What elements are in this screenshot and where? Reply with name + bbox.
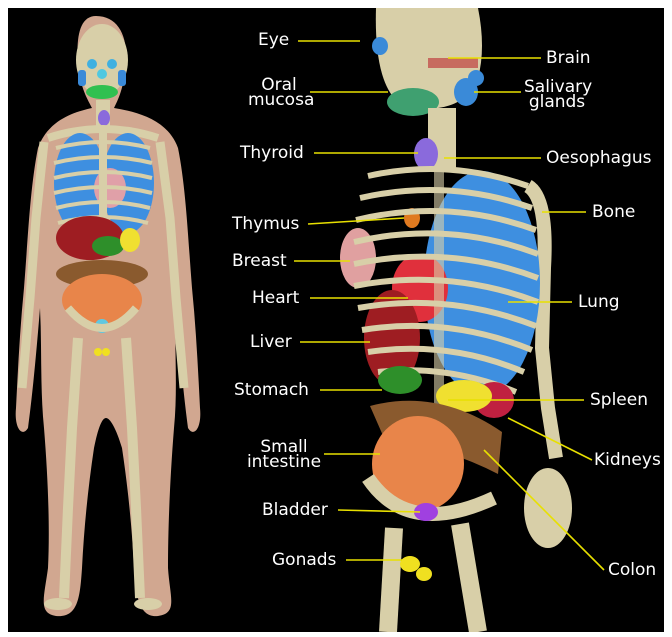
label-kidneys: Kidneys [594, 452, 661, 469]
full-body-phantom [16, 16, 201, 616]
left-eye [87, 59, 97, 69]
label-oral-mucosa-line2: mucosa [248, 93, 310, 108]
salivary-right [118, 70, 126, 86]
closeup-spine [434, 168, 444, 408]
label-breast: Breast [232, 253, 287, 270]
closeup-right-leg [460, 524, 478, 632]
closeup-brain [428, 58, 478, 68]
closeup-thyroid [414, 138, 438, 170]
label-heart: Heart [252, 290, 299, 307]
label-salivary-line2: glands [524, 95, 590, 110]
label-salivary-glands: Salivary glands [524, 80, 590, 110]
label-bladder: Bladder [262, 502, 328, 519]
salivary-left [78, 70, 86, 86]
gonad-left [94, 348, 102, 356]
closeup-hand [524, 468, 572, 548]
closeup-gonad-2 [416, 567, 432, 581]
label-oesophagus: Oesophagus [546, 150, 652, 167]
label-bone: Bone [592, 204, 635, 221]
brain-mass [97, 69, 107, 79]
label-small-intestine: Small intestine [246, 440, 322, 470]
label-stomach: Stomach [234, 382, 309, 399]
right-foot [134, 598, 162, 610]
closeup-salivary-2 [468, 70, 484, 86]
closeup-gonad-1 [400, 556, 420, 572]
label-small-intestine-line2: intestine [246, 455, 322, 470]
label-spleen: Spleen [590, 392, 648, 409]
right-eye [107, 59, 117, 69]
closeup-stomach [378, 366, 422, 394]
leader-colon [484, 450, 604, 570]
label-brain: Brain [546, 50, 591, 67]
stomach-mass [92, 236, 124, 256]
closeup-left-leg [388, 528, 394, 632]
spleen-mass [120, 228, 140, 252]
label-colon: Colon [608, 562, 656, 579]
label-eye: Eye [258, 32, 289, 49]
label-liver: Liver [250, 334, 292, 351]
oral-mucosa-mass [86, 85, 118, 99]
label-gonads: Gonads [272, 552, 336, 569]
left-foot [44, 598, 72, 610]
gonad-right [102, 348, 110, 356]
label-thymus: Thymus [232, 216, 299, 233]
label-lung: Lung [578, 294, 620, 311]
thyroid-mass [98, 110, 110, 126]
label-thyroid: Thyroid [240, 145, 304, 162]
black-panel: Eye Brain Oral mucosa Salivary glands Th… [8, 8, 664, 632]
label-oral-mucosa: Oral mucosa [248, 78, 310, 108]
closeup-eye [372, 37, 388, 55]
